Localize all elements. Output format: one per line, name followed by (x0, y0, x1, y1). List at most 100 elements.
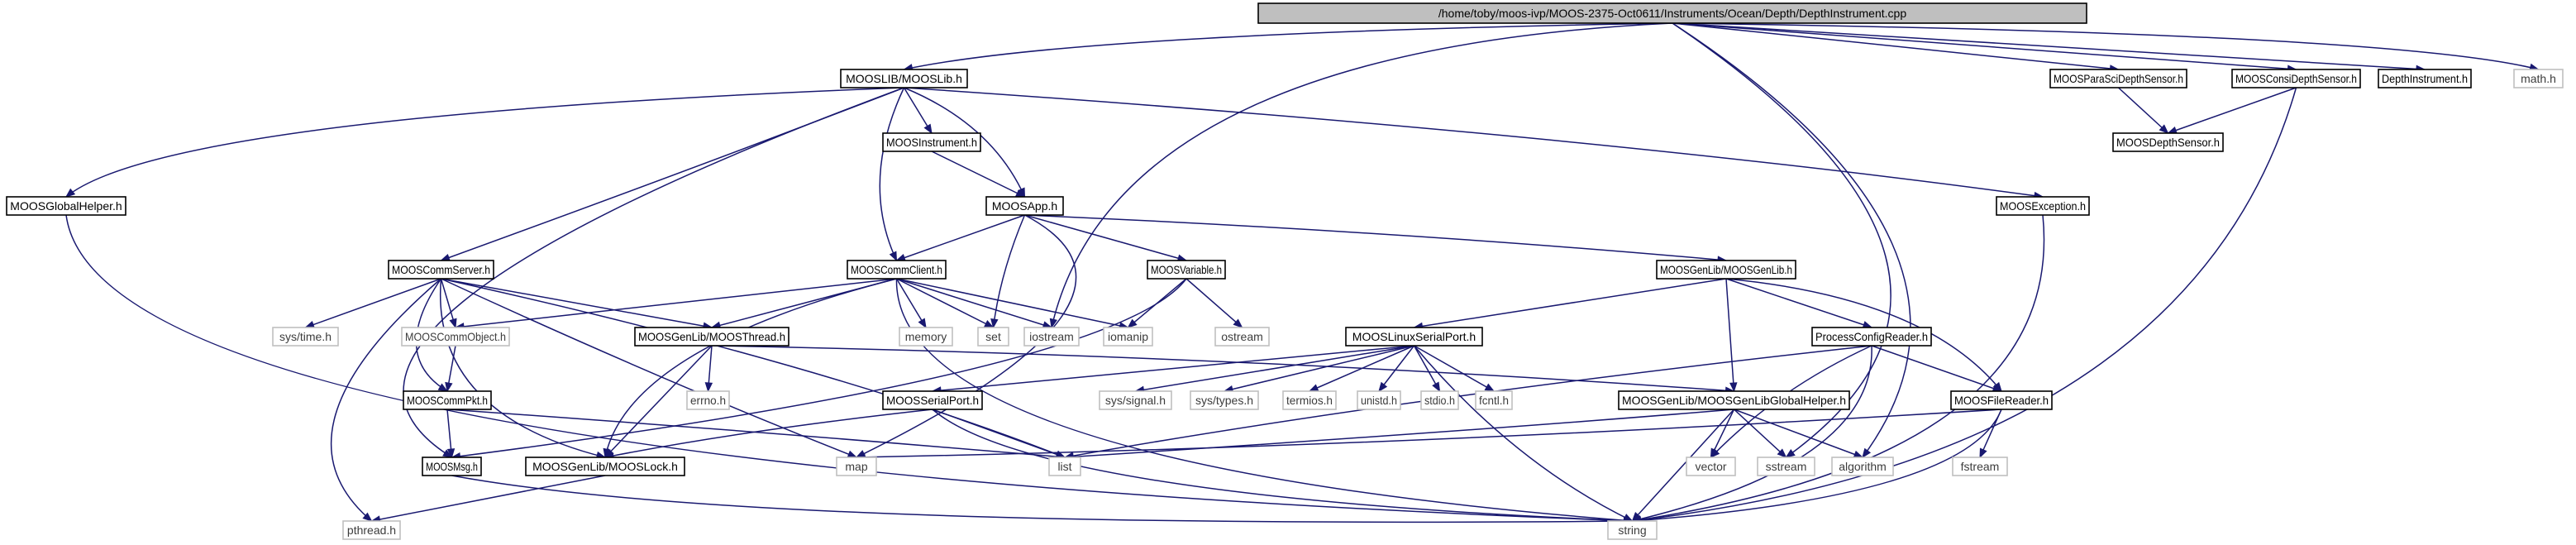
node-set: set (977, 327, 1009, 347)
node-systime: sys/time.h (272, 327, 339, 347)
node-label: ProcessConfigReader.h (1815, 330, 1928, 343)
edge-genlib-to-configreader (1725, 278, 1873, 329)
arrowhead (1378, 381, 1388, 393)
edge-line (896, 278, 994, 328)
node-exception[interactable]: MOOSException.h (1996, 196, 2090, 216)
node-msg[interactable]: MOOSMsg.h (422, 457, 482, 476)
node-mooslib[interactable]: MOOSLIB/MOOSLib.h (840, 69, 968, 88)
edge-configreader-to-filereader (1871, 345, 2003, 393)
node-syssignal: sys/signal.h (1099, 390, 1172, 410)
node-box (1214, 327, 1270, 347)
node-commpkt[interactable]: MOOSCommPkt.h (403, 390, 492, 410)
node-box (882, 390, 983, 410)
node-box (1257, 2, 2087, 24)
node-label: MOOSSerialPort.h (886, 394, 979, 407)
node-configreader[interactable]: ProcessConfigReader.h (1811, 327, 1932, 347)
node-commserver[interactable]: MOOSCommServer.h (388, 260, 494, 280)
node-label: MOOSMsg.h (426, 460, 478, 473)
node-box (1345, 327, 1483, 347)
node-box (2513, 69, 2564, 88)
node-box (1950, 390, 2053, 410)
node-stdio: stdio.h (1420, 390, 1459, 410)
node-label: sys/signal.h (1105, 394, 1166, 407)
arrowhead (446, 448, 456, 459)
node-box (1757, 457, 1815, 476)
node-box (272, 327, 339, 347)
node-label: MOOSInstrument.h (886, 136, 977, 149)
node-box (1147, 260, 1226, 280)
edge-linuxserial-to-fcntl (1414, 345, 1496, 392)
edge-globalhelper2-to-list (1063, 409, 1734, 461)
edge-line (403, 87, 904, 458)
edge-line (931, 151, 1025, 198)
edge-globalhelper2-to-sstream (1733, 409, 1787, 458)
node-label: MOOSGlobalHelper.h (10, 199, 122, 213)
node-box (388, 260, 494, 280)
edge-line (904, 22, 1673, 70)
node-globalhelper[interactable]: MOOSGlobalHelper.h (6, 196, 126, 216)
edge-root-to-iostream (1049, 22, 1673, 329)
node-box (401, 327, 510, 347)
node-algorithm: algorithm (1831, 457, 1894, 476)
arrowhead (445, 381, 453, 393)
node-parasci[interactable]: MOOSParaSciDepthSensor.h (2049, 69, 2187, 88)
edge-line (932, 345, 1414, 392)
node-label: pthread.h (347, 523, 396, 537)
node-app[interactable]: MOOSApp.h (985, 196, 1064, 216)
node-box (1099, 390, 1172, 410)
node-globalhelper2[interactable]: MOOSGenLib/MOOSGenLibGlobalHelper.h (1618, 390, 1850, 410)
node-label: MOOSFileReader.h (1954, 394, 2049, 407)
edge-line (305, 278, 441, 328)
node-label: MOOSLinuxSerialPort.h (1352, 330, 1476, 343)
edge-line (932, 409, 1066, 458)
arrowhead (1729, 382, 1738, 393)
edge-genlib-to-globalhelper2 (1725, 278, 1738, 393)
edge-line (1632, 214, 2045, 522)
node-lock[interactable]: MOOSGenLib/MOOSLock.h (525, 457, 685, 476)
edge-line (896, 278, 1128, 328)
node-filereader[interactable]: MOOSFileReader.h (1950, 390, 2053, 410)
node-label: MOOSException.h (2000, 199, 2086, 213)
edge-root-to-depthinst (1672, 22, 2426, 74)
node-label: memory (905, 330, 947, 343)
arrowhead (1785, 449, 1796, 458)
node-label: iomanip (1108, 330, 1148, 343)
node-label: map (845, 460, 867, 473)
node-box (1996, 196, 2090, 216)
node-box (2378, 69, 2472, 88)
edge-commserver-to-pthread (330, 278, 441, 522)
edge-line (1414, 345, 1495, 392)
arrowhead (889, 251, 898, 262)
node-thread[interactable]: MOOSGenLib/MOOSThread.h (634, 327, 789, 347)
node-serialport[interactable]: MOOSSerialPort.h (882, 390, 983, 410)
node-box (634, 327, 789, 347)
edge-line (2117, 87, 2169, 134)
node-label: string (1618, 523, 1646, 537)
edge-mooslib-to-msg (403, 87, 904, 458)
edge-line (65, 214, 1633, 522)
edge-line (604, 345, 713, 458)
node-instrument[interactable]: MOOSInstrument.h (882, 132, 981, 152)
node-fstream: fstream (1952, 457, 2008, 476)
edge-line (1632, 409, 2002, 522)
edge-mooslib-to-commclient (879, 87, 905, 262)
node-depthsensor[interactable]: MOOSDepthSensor.h (2112, 132, 2224, 152)
node-variable[interactable]: MOOSVariable.h (1147, 260, 1226, 280)
node-box (422, 457, 482, 476)
edge-line (604, 278, 897, 458)
arrowhead (1777, 448, 1787, 458)
node-depthinst[interactable]: DepthInstrument.h (2378, 69, 2472, 88)
node-consi[interactable]: MOOSConsiDepthSensor.h (2231, 69, 2361, 88)
node-linuxserial[interactable]: MOOSLinuxSerialPort.h (1345, 327, 1483, 347)
node-box (1282, 390, 1337, 410)
node-commclient[interactable]: MOOSCommClient.h (847, 260, 947, 280)
node-label: MOOSApp.h (992, 199, 1057, 213)
edge-line (2168, 87, 2297, 134)
node-genlib[interactable]: MOOSGenLib/MOOSGenLib.h (1656, 260, 1796, 280)
edge-mooslib-to-globalhelper (64, 87, 904, 198)
edge-genlib-to-linuxserial (1413, 278, 1727, 331)
edge-line (1051, 22, 1673, 328)
node-box (1190, 390, 1259, 410)
edge-line (446, 409, 1066, 458)
